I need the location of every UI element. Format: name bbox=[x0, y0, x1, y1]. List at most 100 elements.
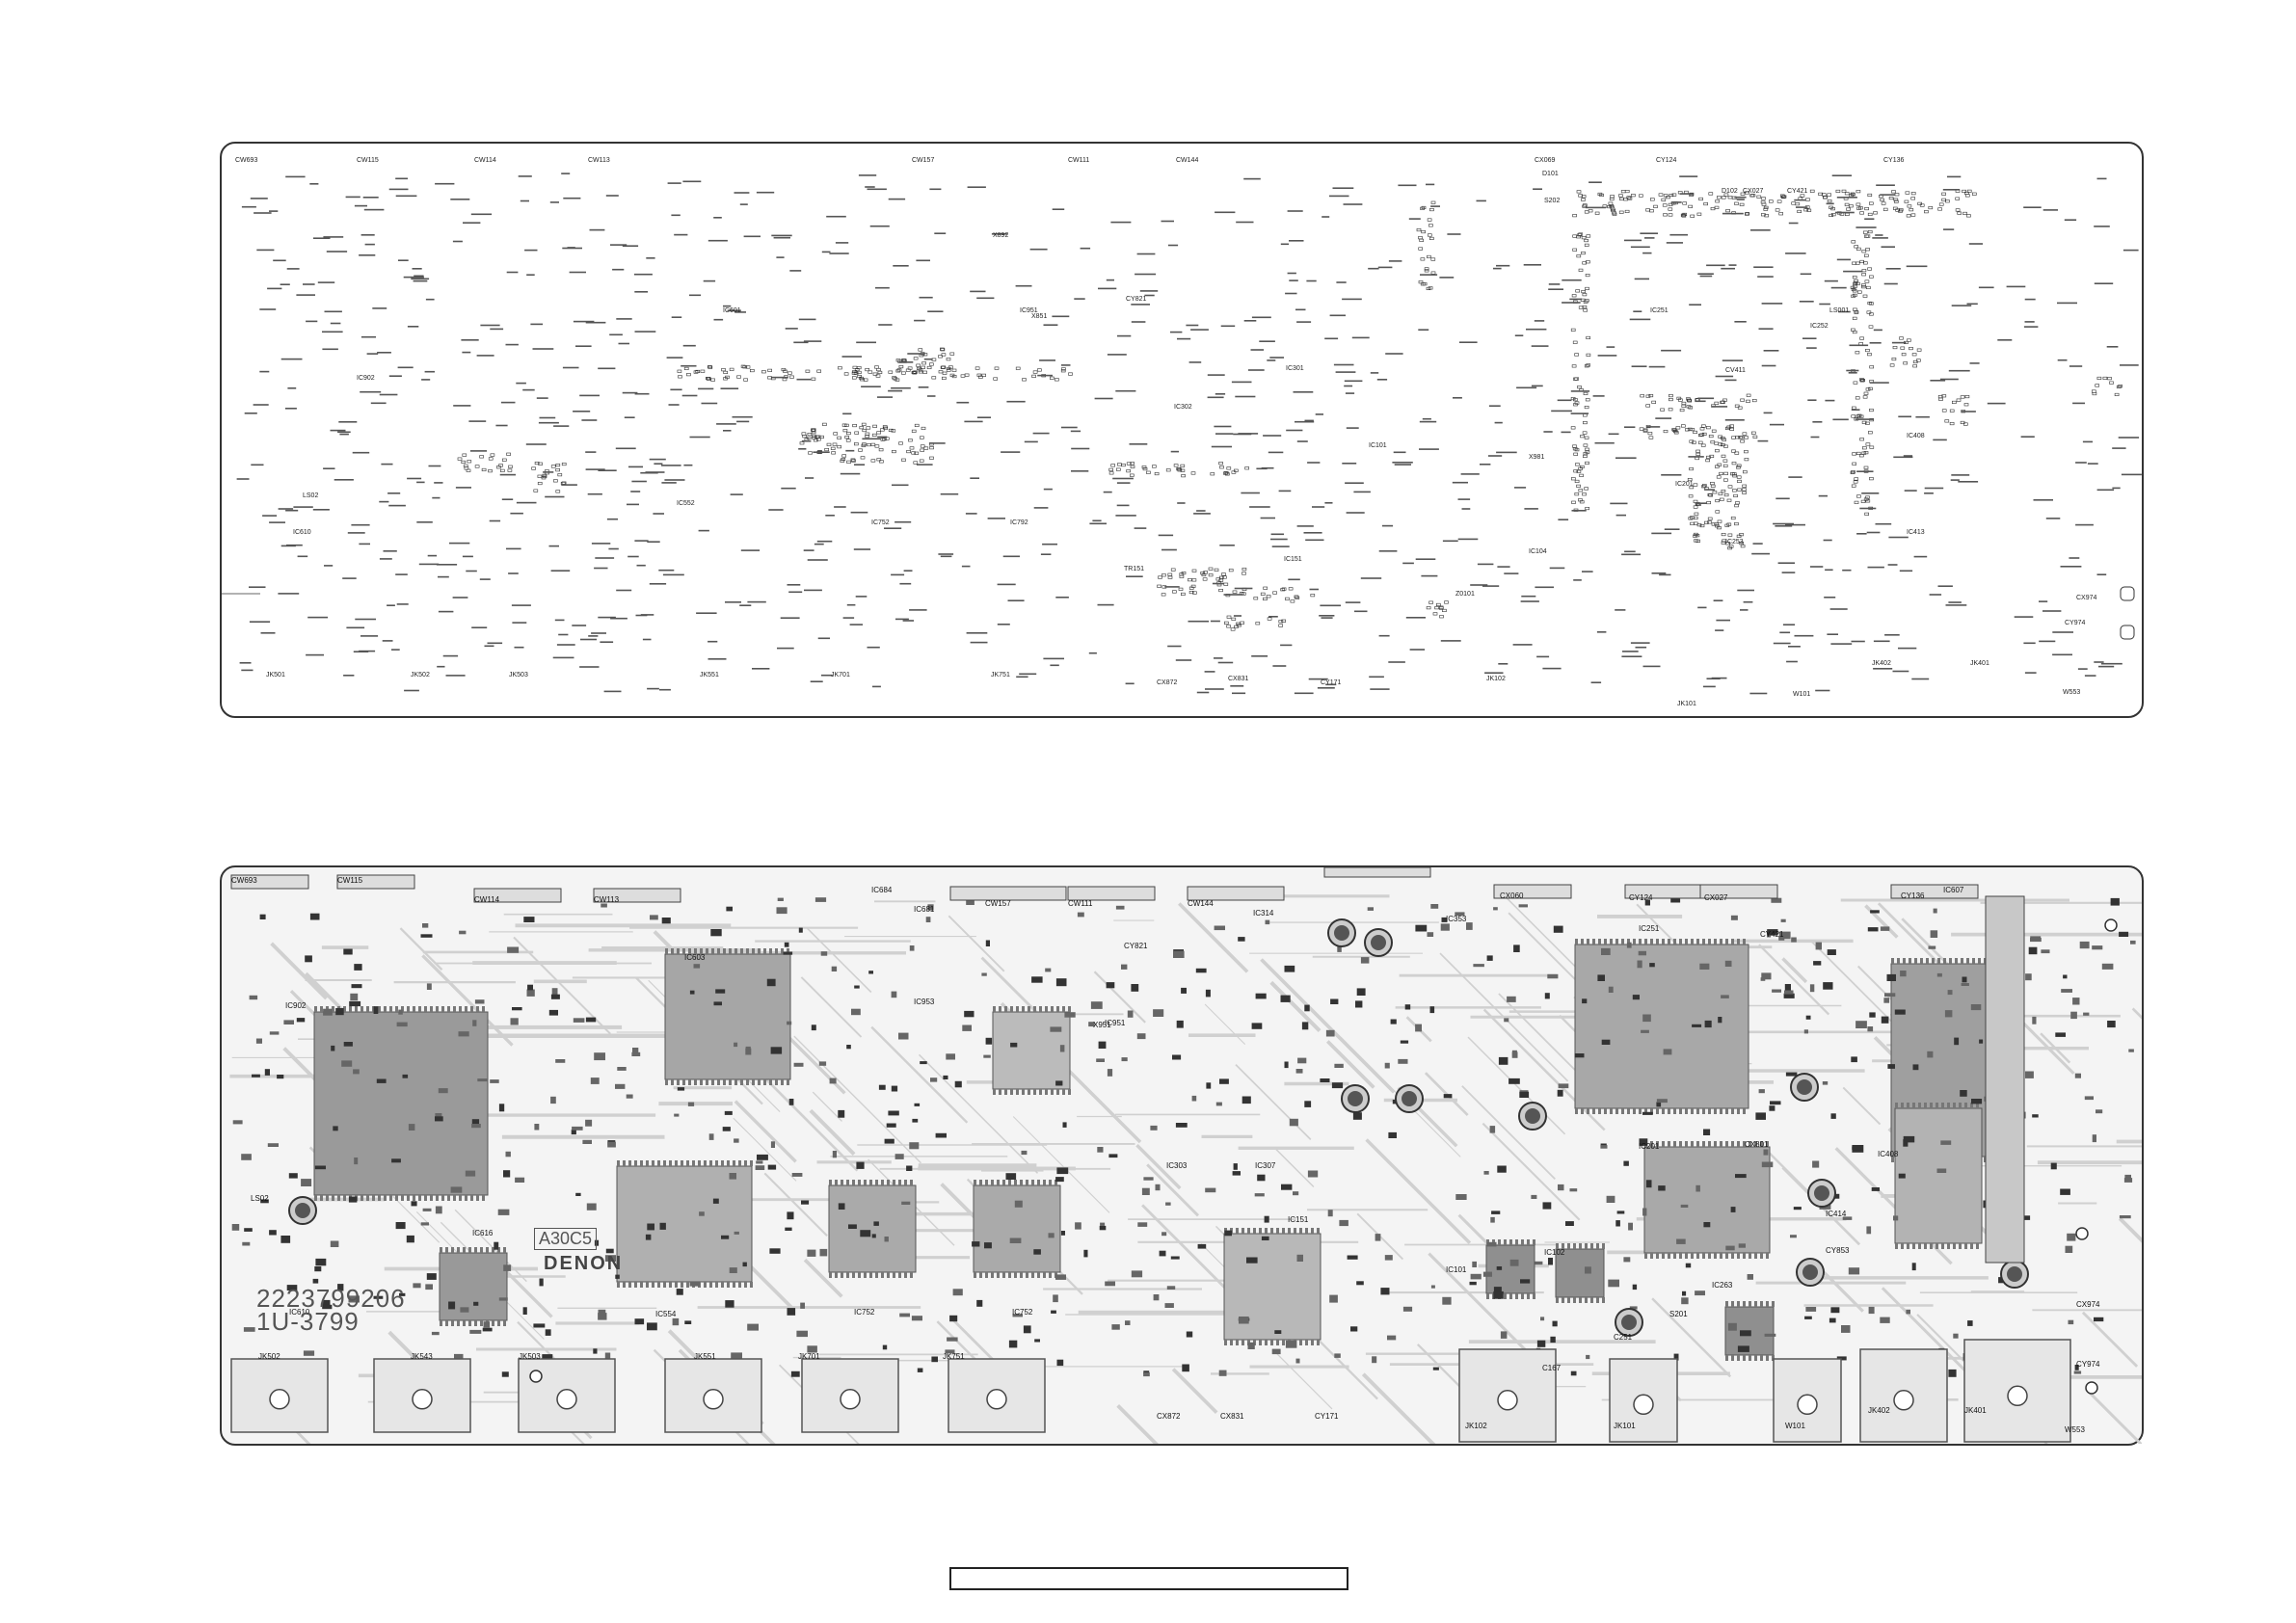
silkscreen-ref-mark bbox=[572, 625, 587, 626]
silkscreen-pad-outline bbox=[1255, 622, 1261, 625]
silkscreen-ref-mark bbox=[743, 235, 761, 238]
pcb-smd-part bbox=[396, 1022, 408, 1027]
silkscreen-ref-mark bbox=[1369, 676, 1384, 678]
silkscreen-ref-mark bbox=[1597, 355, 1617, 357]
pcb-ic-pin bbox=[1679, 1253, 1682, 1259]
silkscreen-ref-mark bbox=[1633, 310, 1642, 312]
silkscreen-ref-mark bbox=[2060, 566, 2082, 568]
silkscreen-ref-label: IC201 bbox=[1675, 481, 1694, 488]
silkscreen-pad-outline bbox=[911, 370, 917, 374]
silkscreen-ref-mark bbox=[1285, 292, 1297, 295]
pcb-ic-pin bbox=[1901, 1243, 1904, 1249]
silkscreen-ref-label: JK503 bbox=[509, 672, 528, 678]
silkscreen-ref-mark bbox=[646, 257, 655, 259]
silkscreen-pad-outline bbox=[931, 376, 937, 380]
pcb-smd-part bbox=[2061, 989, 2072, 993]
pcb-smd-part bbox=[1165, 1202, 1171, 1206]
silkscreen-ref-mark bbox=[1702, 685, 1716, 688]
pcb-ic-pin bbox=[1062, 1089, 1065, 1095]
pcb-smd-part bbox=[1238, 937, 1245, 942]
pcb-smd-part bbox=[337, 1284, 344, 1291]
pcb-smd-part bbox=[482, 1327, 493, 1332]
silkscreen-pad-outline bbox=[1742, 432, 1748, 436]
silkscreen-pad-outline bbox=[1724, 523, 1730, 527]
pcb-ic-pin bbox=[1026, 1272, 1028, 1278]
silkscreen-pad-outline bbox=[1574, 492, 1580, 496]
silkscreen-pad-outline bbox=[914, 423, 920, 428]
silkscreen-ref-label: CW157 bbox=[912, 157, 935, 164]
silkscreen-pad-outline bbox=[1869, 365, 1874, 369]
pcb-smd-part bbox=[966, 899, 974, 905]
pcb-ic-pin bbox=[366, 1195, 369, 1201]
silkscreen-pad-outline bbox=[1868, 431, 1873, 435]
pcb-ref-label: IC684 bbox=[871, 886, 893, 894]
pcb-ic-pin bbox=[640, 1160, 643, 1166]
silkscreen-ref-mark bbox=[1875, 234, 1883, 236]
pcb-smd-part bbox=[964, 1010, 974, 1018]
silkscreen-ref-label: CW115 bbox=[357, 157, 379, 164]
silkscreen-pad-outline bbox=[1851, 193, 1855, 197]
silkscreen-ref-mark bbox=[612, 268, 625, 271]
silkscreen-ref-mark bbox=[970, 290, 986, 293]
pcb-smd-part bbox=[1137, 1222, 1148, 1227]
silkscreen-pad-outline bbox=[1715, 449, 1720, 453]
pcb-smd-part bbox=[1247, 1342, 1255, 1349]
pcb-smd-part bbox=[1350, 1326, 1358, 1332]
silkscreen-ref-mark bbox=[785, 328, 798, 330]
silkscreen-pad-outline bbox=[880, 428, 885, 432]
pcb-ic-pin bbox=[1045, 1089, 1048, 1095]
pcb-smd-part bbox=[1558, 1083, 1569, 1089]
silkscreen-ref-mark bbox=[918, 386, 929, 388]
silkscreen-ref-mark bbox=[1969, 362, 1980, 364]
silkscreen-pad-outline bbox=[1180, 464, 1186, 467]
pcb-trace bbox=[1276, 1352, 1333, 1410]
silkscreen-pad-outline bbox=[1859, 438, 1864, 441]
pcb-ic-pin bbox=[1037, 1272, 1040, 1278]
pcb-ic-pin bbox=[1627, 939, 1630, 945]
pcb-smd-part bbox=[465, 1170, 476, 1177]
silkscreen-pad-outline bbox=[850, 458, 856, 462]
silkscreen-ref-mark bbox=[1289, 279, 1298, 281]
silkscreen-pad-outline bbox=[1582, 261, 1587, 265]
silkscreen-ref-mark bbox=[804, 589, 822, 592]
silkscreen-pad-outline bbox=[1869, 477, 1874, 481]
silkscreen-pad-outline bbox=[1846, 207, 1851, 211]
pcb-ref-label: JK402 bbox=[1868, 1406, 1890, 1415]
pcb-smd-part bbox=[1121, 1057, 1128, 1062]
pcb-ic-pin bbox=[1720, 1141, 1722, 1147]
silkscreen-pad-outline bbox=[1735, 436, 1740, 439]
silkscreen-ref-mark bbox=[1112, 477, 1134, 480]
pcb-smd-part bbox=[917, 1368, 923, 1372]
pcb-smd-part bbox=[2110, 897, 2120, 906]
silkscreen-ref-mark bbox=[829, 253, 849, 254]
pcb-smd-part bbox=[1544, 993, 1550, 999]
silkscreen-pad-outline bbox=[1866, 285, 1871, 289]
silkscreen-ref-mark bbox=[1261, 466, 1274, 469]
silkscreen-pad-outline bbox=[1610, 195, 1615, 199]
silkscreen-ref-mark bbox=[1002, 555, 1020, 558]
silkscreen-ref-mark bbox=[2069, 557, 2080, 559]
silkscreen-ref-mark bbox=[1758, 328, 1774, 330]
silkscreen-ref-mark bbox=[1286, 429, 1303, 432]
silkscreen-pad-outline bbox=[707, 365, 713, 369]
pcb-ic-pin bbox=[1912, 1243, 1915, 1249]
silkscreen-ref-mark bbox=[479, 578, 491, 580]
pcb-ic-pin bbox=[734, 948, 737, 954]
silkscreen-pad-outline bbox=[824, 447, 830, 452]
pcb-smd-part bbox=[607, 1141, 616, 1148]
silkscreen-ref-mark bbox=[2069, 365, 2083, 367]
silkscreen-pad-outline bbox=[929, 446, 934, 450]
pcb-smd-part bbox=[1884, 993, 1896, 998]
pcb-ic-pin bbox=[1891, 1157, 1894, 1162]
pcb-ref-label: CW114 bbox=[474, 895, 500, 904]
pcb-ic-pin bbox=[1685, 1141, 1688, 1147]
pcb-ref-label: JK101 bbox=[1614, 1422, 1636, 1430]
pcb-ic-pin bbox=[835, 1180, 838, 1185]
silkscreen-pad-outline bbox=[845, 439, 851, 442]
silkscreen-ref-mark bbox=[1144, 294, 1155, 297]
pcb-ic-pin bbox=[1725, 1108, 1728, 1114]
pcb-ic-pin bbox=[997, 1272, 1000, 1278]
silkscreen-ref-mark bbox=[1214, 657, 1223, 659]
silkscreen-ref-mark bbox=[1629, 318, 1651, 321]
pcb-smd-part bbox=[1014, 1200, 1023, 1208]
